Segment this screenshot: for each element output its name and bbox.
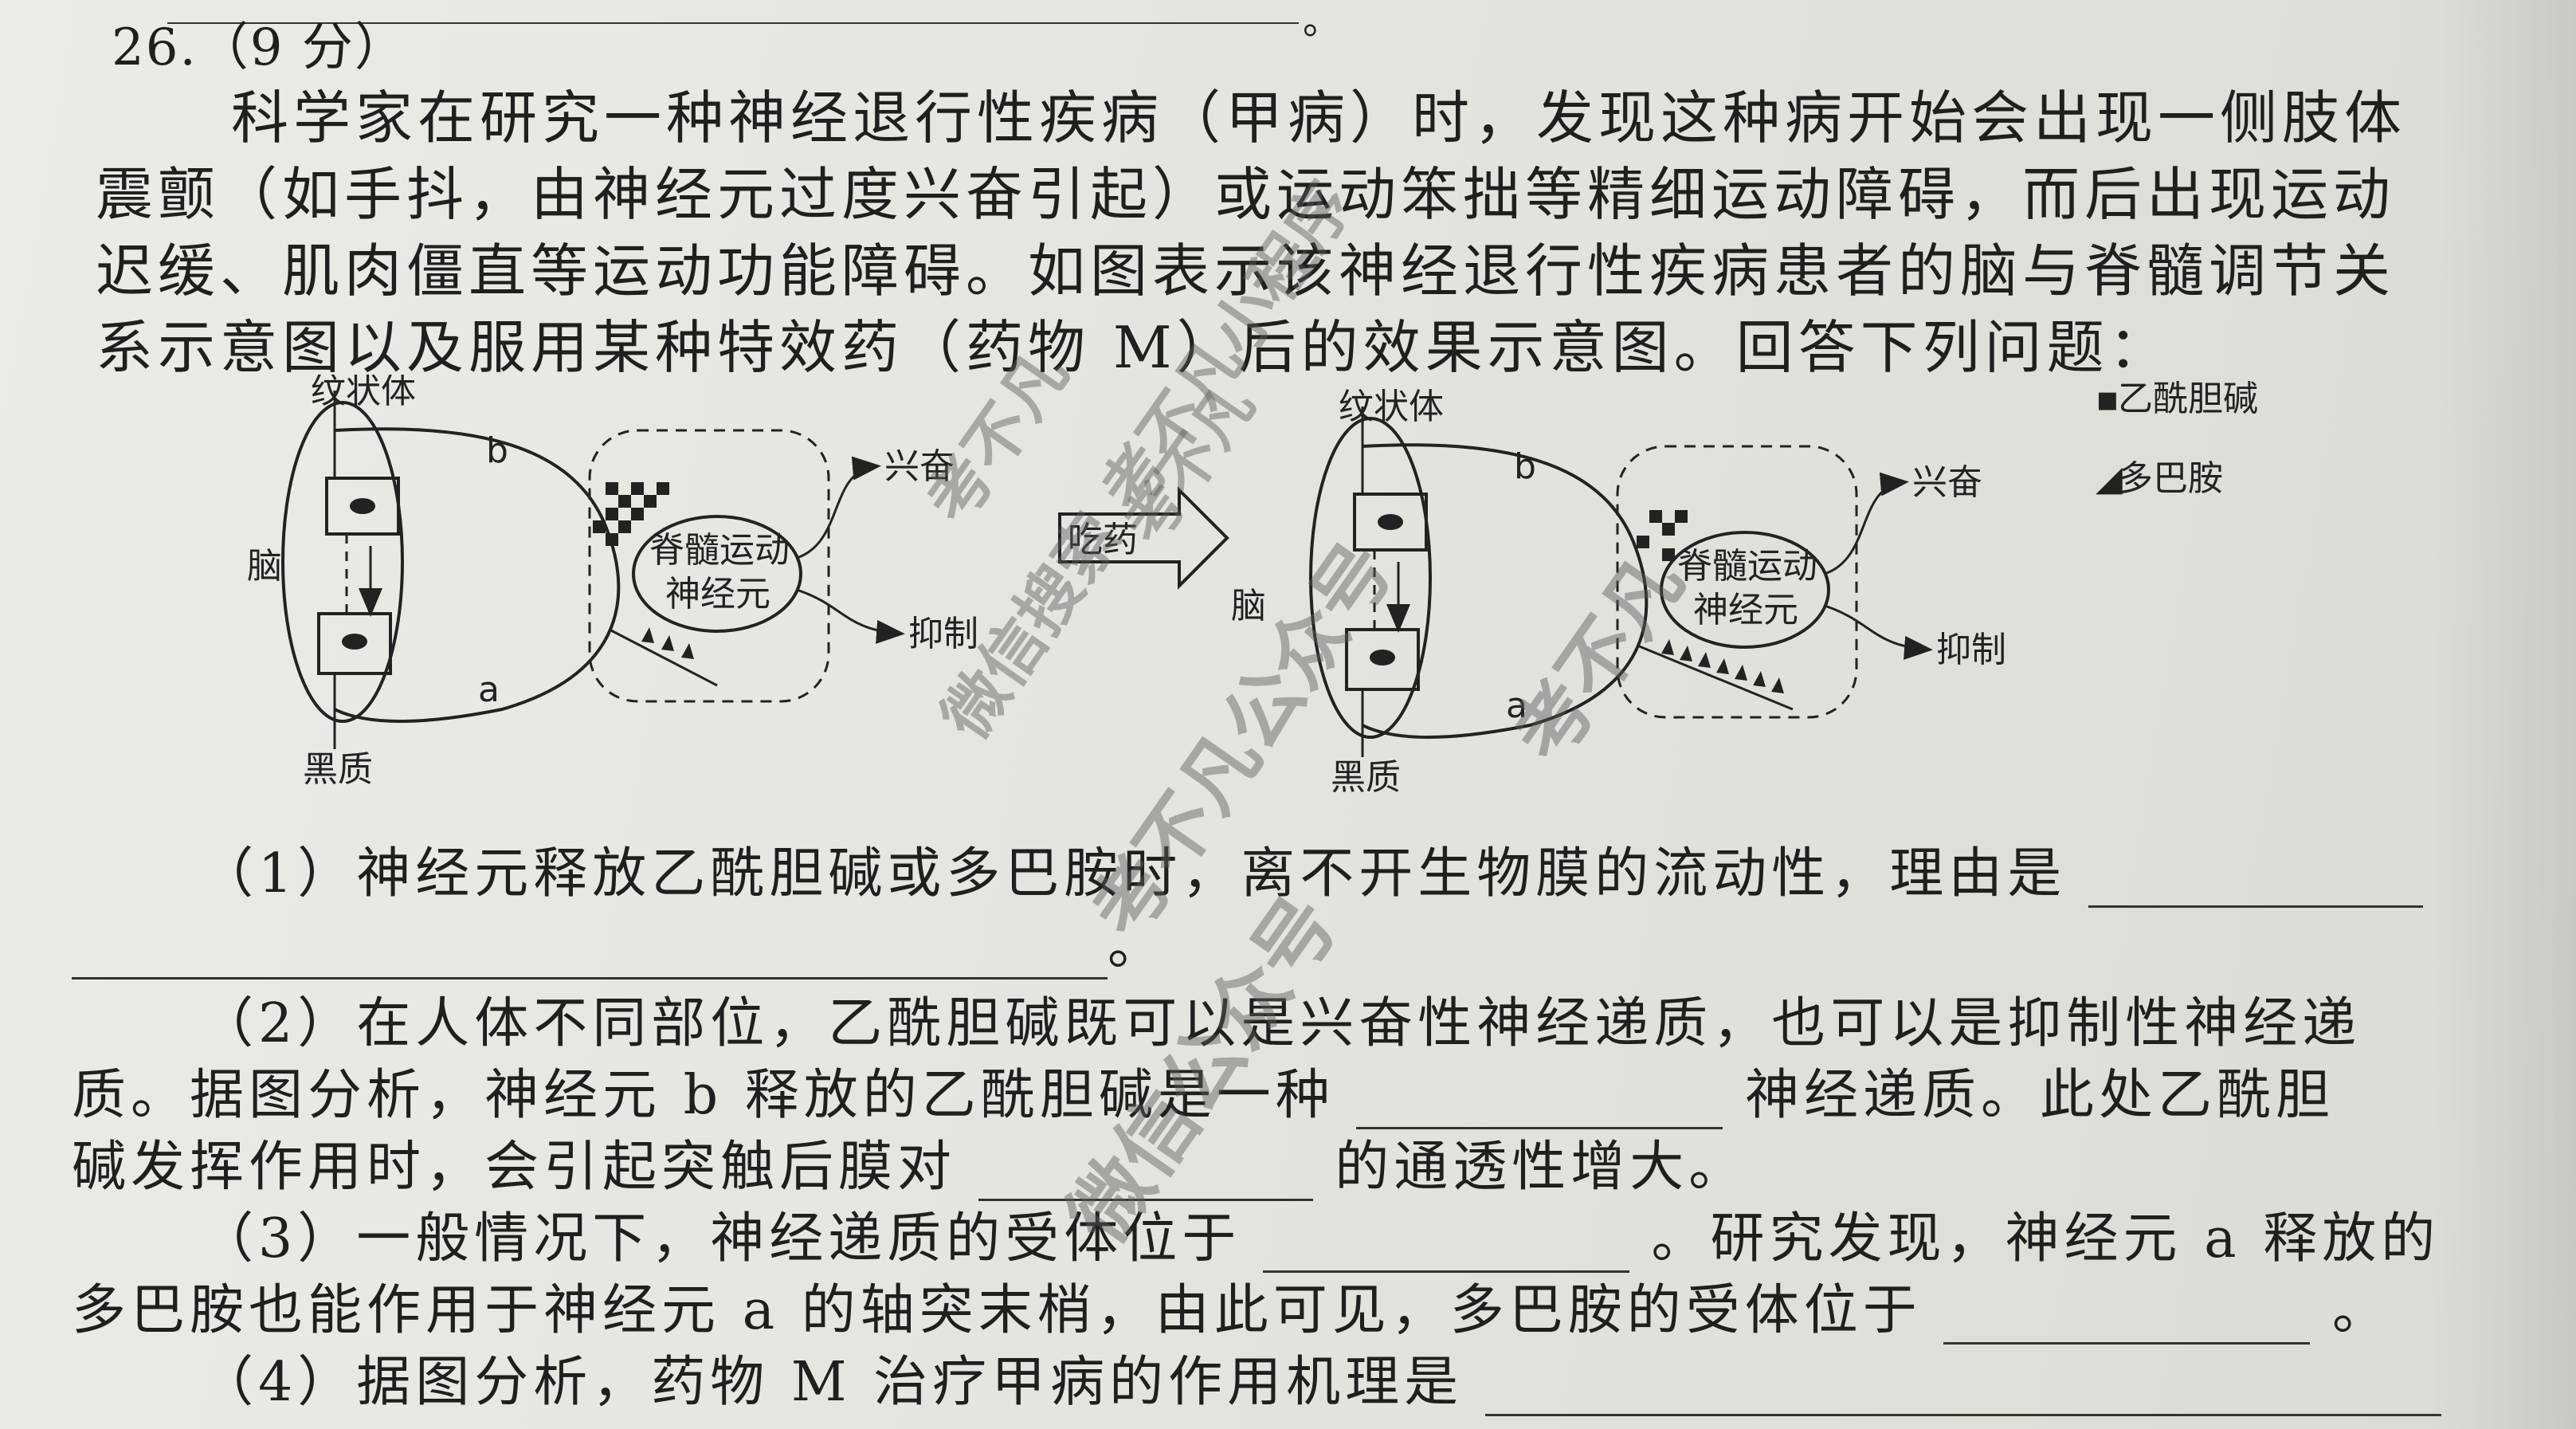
q1-end: 。 <box>1108 914 1167 977</box>
dopamine-cluster-left <box>641 627 694 659</box>
label-brain-left: 脑 <box>247 546 282 587</box>
subquestion-2-line2: 质。据图分析，神经元 b 释放的乙酰胆碱是一种 神经递质。此处乙酰胆 <box>72 1050 2335 1129</box>
neuron-body-b-left <box>350 498 375 514</box>
legend-symbol-dopamine: ◢ <box>2096 458 2123 499</box>
left-diagram: 纹状体 脑 黑质 b a 脊髓运动 神经元 兴奋 抑制 <box>247 375 978 790</box>
striatum-box-left <box>325 477 400 536</box>
label-b-right: b <box>1514 446 1536 487</box>
subquestion-2-line1: （2）在人体不同部位，乙酰胆碱既可以是兴奋性神经递质，也可以是抑制性神经递 <box>199 992 2362 1055</box>
acetylcholine-cluster-left <box>593 482 669 546</box>
excite-arrow-right <box>1824 472 1909 575</box>
brain-outline-left <box>281 401 404 723</box>
label-a-left: a <box>478 669 500 710</box>
answer-line-previous <box>167 22 1299 24</box>
dopamine-cluster-right <box>1661 639 1784 693</box>
nigra-box-left <box>317 612 392 675</box>
q2-text-c: 碱发挥作用时，会引起突触后膜对 <box>72 1136 957 1199</box>
question-number: 26.（9 分） <box>112 18 407 77</box>
q2-blank-2[interactable] <box>978 1143 1313 1201</box>
neuron-body-b-right <box>1378 514 1403 530</box>
subquestion-2-line3: 碱发挥作用时，会引起突触后膜对 的通透性增大。 <box>72 1122 1747 1201</box>
q2-text-a: 质。据图分析，神经元 b 释放的乙酰胆碱是一种 <box>72 1064 1335 1127</box>
label-spinal-2-left: 神经元 <box>665 574 770 614</box>
spinal-cord-region-left <box>588 429 830 703</box>
page-edge-shadow <box>2433 0 2576 1429</box>
neural-diagram: 纹状体 脑 黑质 b a 脊髓运动 神经元 兴奋 抑制 吃药 <box>247 375 2258 798</box>
brain-outline-right <box>1309 417 1432 739</box>
subquestion-3-line1: （3）一般情况下，神经递质的受体位于 。研究发现，神经元 a 释放的 <box>199 1194 2440 1273</box>
label-b-left: b <box>486 430 508 471</box>
spinal-cord-region-right <box>1616 445 1858 719</box>
q1-blank-b[interactable] <box>72 921 1108 979</box>
inhibit-arrow-right <box>1824 604 1933 660</box>
label-inhibit-left: 抑制 <box>908 614 978 654</box>
neuron-body-a-right <box>1370 650 1395 665</box>
neuron-body-a-left <box>342 634 367 650</box>
spinal-neuron-right <box>1660 531 1830 649</box>
q3-blank-2[interactable] <box>1943 1286 2311 1345</box>
q1-text: （1）神经元释放乙酰胆碱或多巴胺时，离不开生物膜的流动性，理由是 <box>199 842 2067 905</box>
label-brain-right: 脑 <box>1231 586 1266 626</box>
right-diagram: 纹状体 脑 黑质 b a 脊髓运动 神经元 兴奋 抑制 <box>1231 387 2006 798</box>
label-nigra-left: 黑质 <box>303 749 373 790</box>
q2-text-d: 的通透性增大。 <box>1335 1136 1748 1199</box>
label-excite-left: 兴奋 <box>884 446 955 487</box>
legend-label-ach: 乙酰胆碱 <box>2118 379 2258 419</box>
axon-a-terminal-right <box>1637 644 1794 711</box>
subquestion-4: （4）据图分析，药物 M 治疗甲病的作用机理是 <box>199 1337 2441 1416</box>
label-striatum-left: 纹状体 <box>311 375 416 411</box>
legend-symbol-ach: ▪ <box>2096 379 2119 419</box>
q3-text-d: 。 <box>2332 1279 2392 1342</box>
q2-text-b: 神经递质。此处乙酰胆 <box>1745 1064 2335 1127</box>
axon-a-terminal-left <box>609 628 718 687</box>
pathway-loop-left <box>334 427 621 723</box>
label-nigra-right: 黑质 <box>1331 757 1401 798</box>
q3-text-b: 。研究发现，神经元 a 释放的 <box>1651 1207 2441 1270</box>
acetylcholine-cluster-right <box>1637 510 1688 561</box>
medication-arrow: 吃药 <box>1058 486 1229 590</box>
label-spinal-2-right: 神经元 <box>1693 590 1798 630</box>
label-a-right: a <box>1506 685 1527 726</box>
q3-text-a: （3）一般情况下，神经递质的受体位于 <box>199 1207 1241 1270</box>
subquestion-1-cont: 。 <box>72 901 1166 979</box>
excite-arrow-left <box>796 456 881 559</box>
label-spinal-1-left: 脊髓运动 <box>649 530 790 571</box>
q4-blank[interactable] <box>1484 1358 2441 1416</box>
question-stem: 科学家在研究一种神经退行性疾病（甲病）时，发现这种病开始会出现一侧肢体震颤（如手… <box>96 84 2407 381</box>
diagram-figure: 纹状体 脑 黑质 b a 脊髓运动 神经元 兴奋 抑制 吃药 <box>239 375 2390 821</box>
q1-blank-a[interactable] <box>2088 850 2423 908</box>
previous-period: 。 <box>1303 0 1342 43</box>
pathway-loop-right <box>1362 443 1649 739</box>
inhibit-arrow-left <box>796 588 905 644</box>
subquestion-1: （1）神经元释放乙酰胆碱或多巴胺时，离不开生物膜的流动性，理由是 <box>199 829 2423 908</box>
subquestion-3-line2: 多巴胺也能作用于神经元 a 的轴突末梢，由此可见，多巴胺的受体位于 。 <box>72 1266 2391 1345</box>
q4-text: （4）据图分析，药物 M 治疗甲病的作用机理是 <box>199 1351 1464 1414</box>
label-take-medicine: 吃药 <box>1068 520 1138 560</box>
nigra-box-right <box>1345 628 1420 691</box>
q2-blank-1[interactable] <box>1356 1071 1723 1129</box>
q3-blank-1[interactable] <box>1262 1215 1629 1273</box>
striatum-box-right <box>1353 493 1428 552</box>
legend: ▪ 乙酰胆碱 ◢ 多巴胺 <box>2096 379 2258 499</box>
label-striatum-right: 纹状体 <box>1339 387 1444 427</box>
label-excite-right: 兴奋 <box>1912 462 1982 503</box>
spinal-neuron-left <box>632 515 802 633</box>
legend-label-dopamine: 多巴胺 <box>2118 458 2223 499</box>
label-spinal-1-right: 脊髓运动 <box>1677 546 1817 587</box>
label-inhibit-right: 抑制 <box>1936 630 2006 670</box>
q3-text-c: 多巴胺也能作用于神经元 a 的轴突末梢，由此可见，多巴胺的受体位于 <box>72 1279 1922 1342</box>
